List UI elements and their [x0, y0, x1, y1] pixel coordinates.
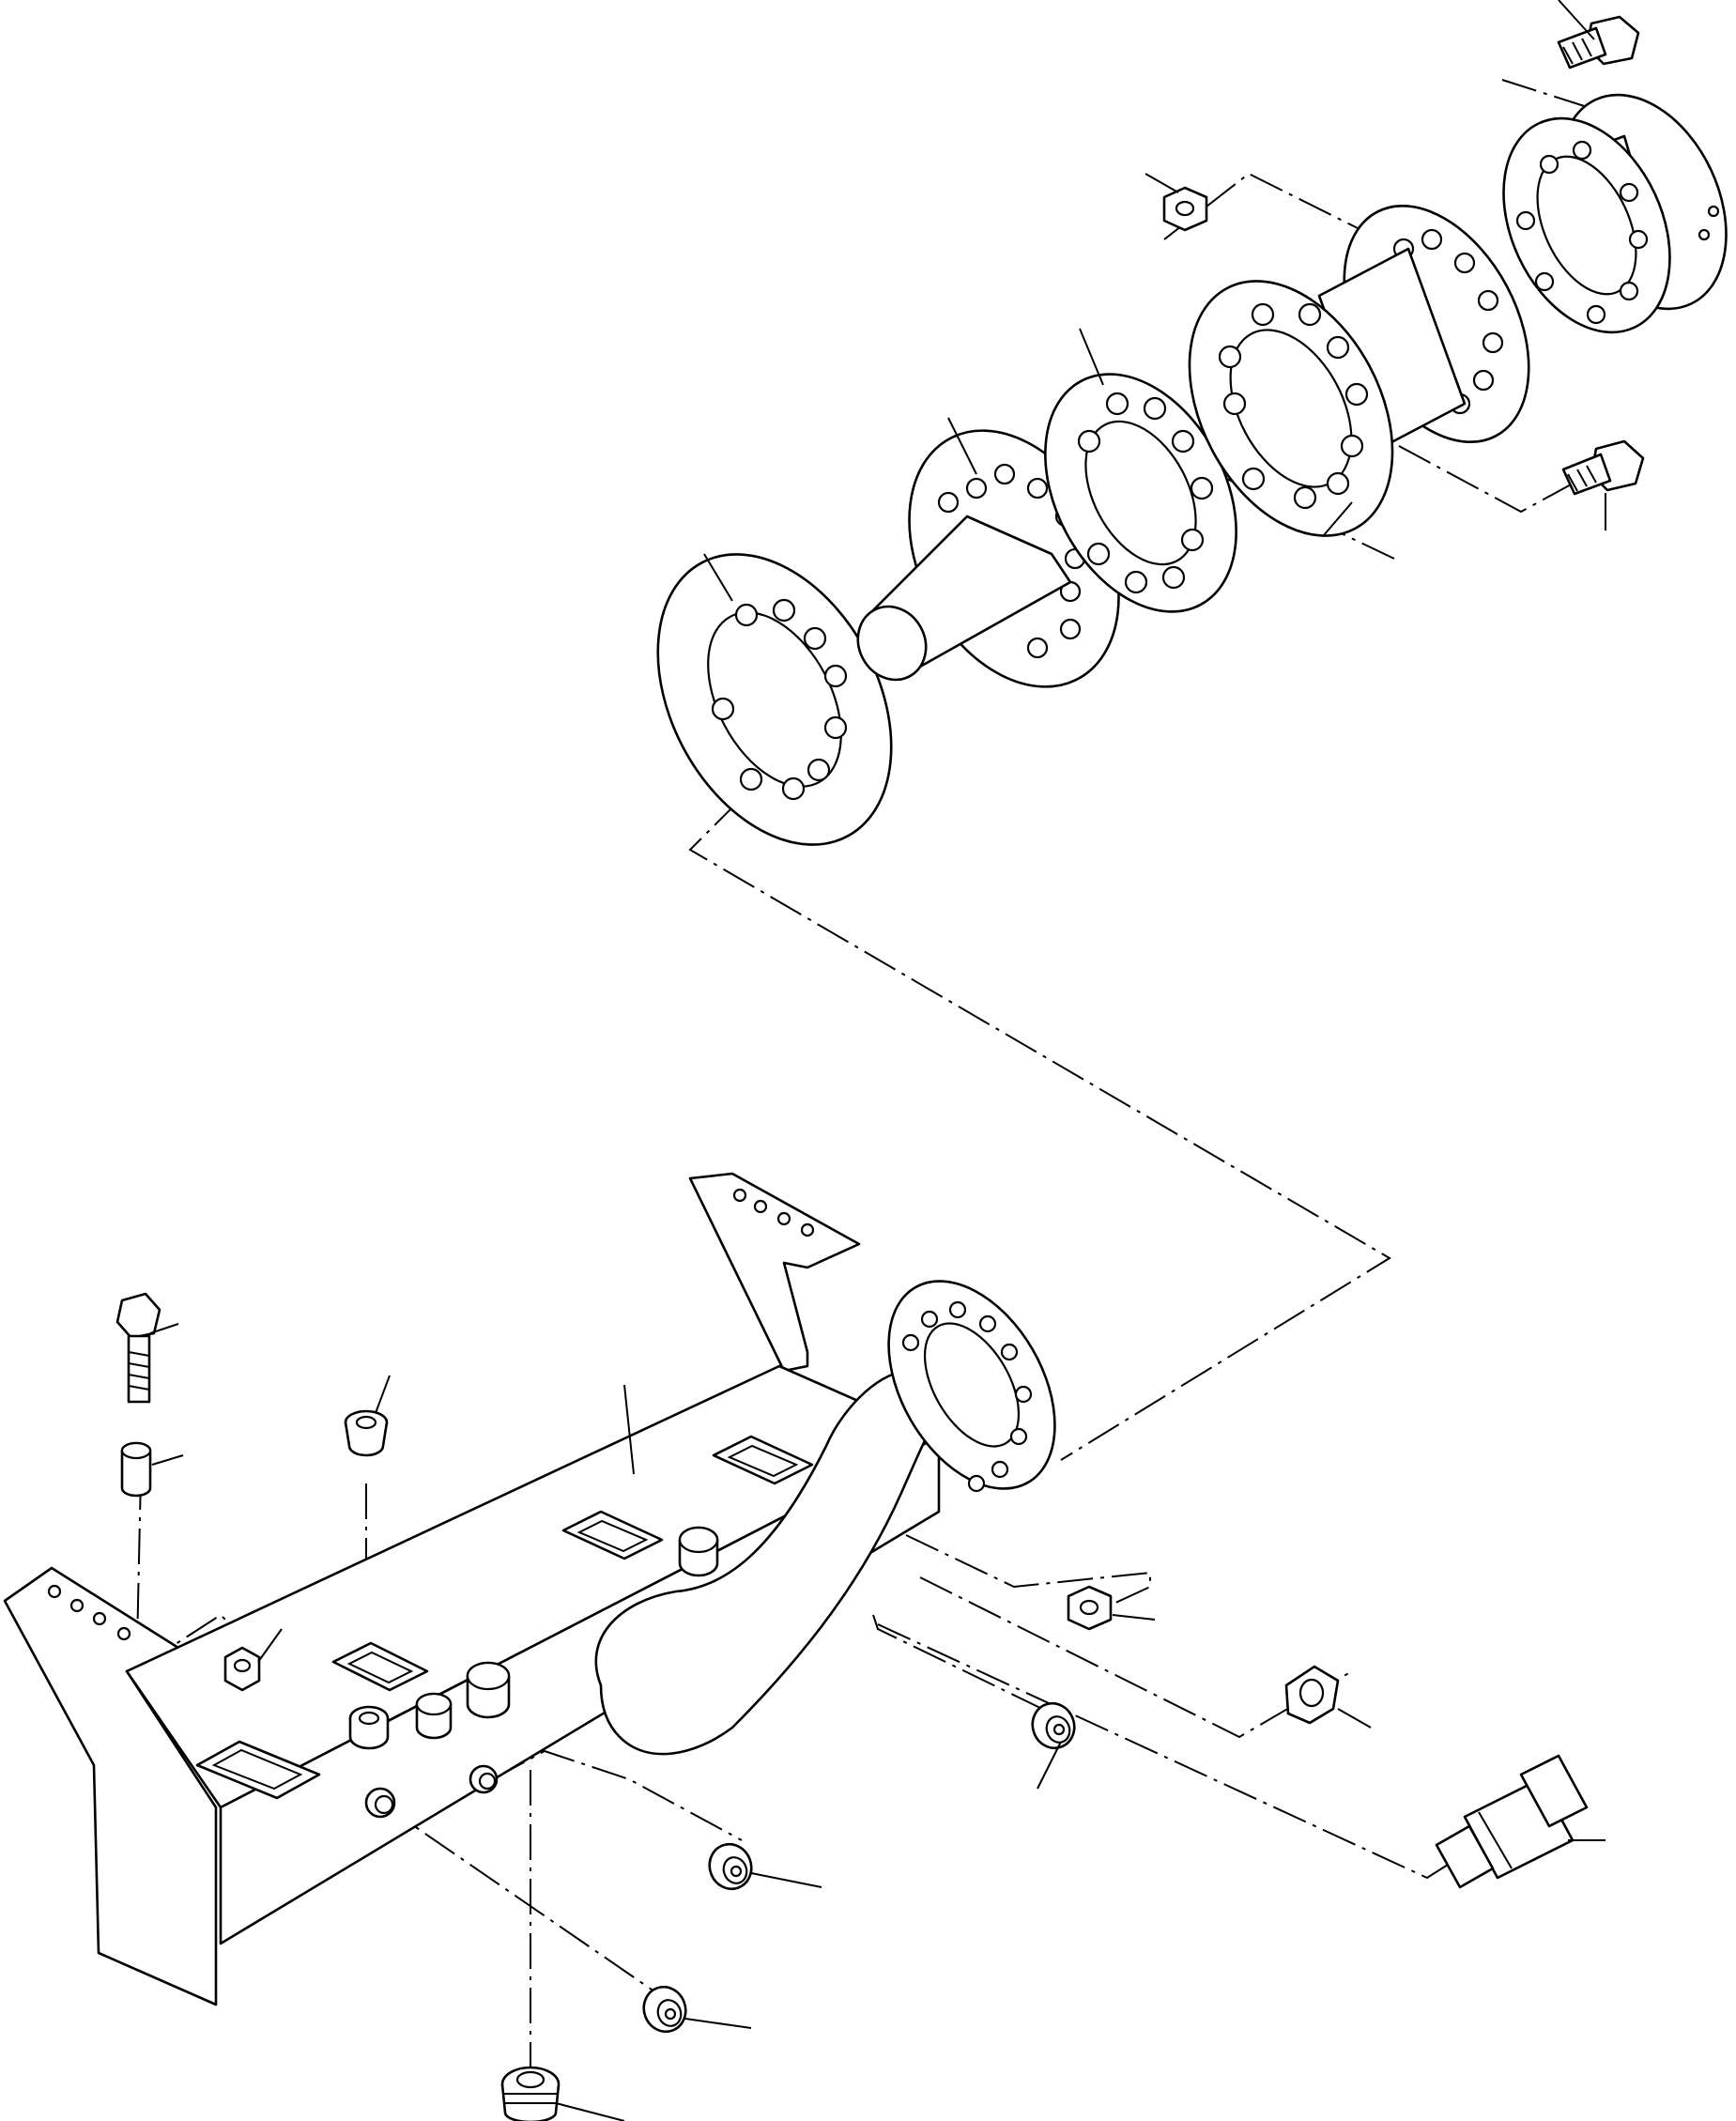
square-pad — [712, 1435, 814, 1485]
boss — [678, 1526, 719, 1577]
boss — [466, 1661, 511, 1719]
plug — [344, 1409, 389, 1457]
plug — [1031, 1701, 1076, 1750]
plug — [1284, 1665, 1340, 1725]
end-adapter-flange — [1502, 93, 1728, 334]
square-pad — [195, 1740, 321, 1800]
port — [364, 1787, 396, 1819]
spacer-bushing — [348, 1705, 390, 1750]
callout-leaders — [149, 0, 1606, 2121]
boss — [415, 1692, 453, 1740]
plug — [500, 2066, 561, 2121]
hex-nut — [1067, 1585, 1113, 1631]
plug — [708, 1842, 753, 1891]
quick-coupler — [1435, 1754, 1589, 1889]
hex-bolt — [115, 1292, 161, 1404]
hex-bolt — [1557, 15, 1640, 69]
end-gasket — [656, 553, 893, 846]
hex-bolt — [1561, 439, 1645, 496]
spacer-pipe — [1188, 204, 1530, 537]
axle-beam-housing — [3, 1172, 1056, 2006]
mid-gasket — [1044, 373, 1237, 613]
axle-flange — [887, 1280, 1056, 1493]
spacer-bushing — [120, 1441, 152, 1498]
square-pad — [331, 1641, 429, 1692]
hex-nut — [223, 1646, 261, 1692]
square-pad — [561, 1510, 664, 1560]
port — [469, 1764, 499, 1794]
plug — [642, 1985, 687, 2034]
hex-nut — [1162, 186, 1208, 232]
